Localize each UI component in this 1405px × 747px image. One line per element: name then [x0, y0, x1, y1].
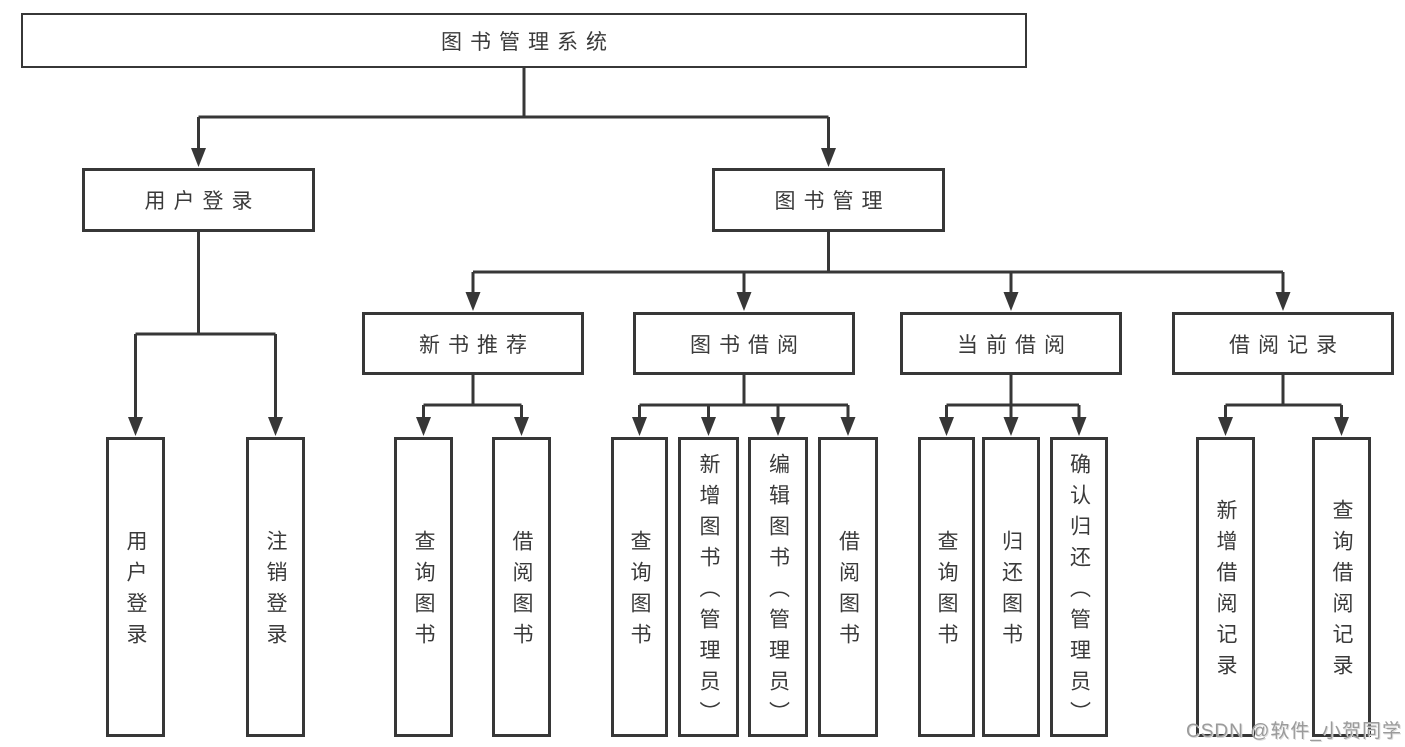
node-confirm-return-admin: 确认归还（管理员）: [1050, 437, 1108, 737]
node-logout-action: 注销登录: [246, 437, 305, 737]
csdn-watermark: CSDN @软件_小贺同学: [1186, 721, 1402, 742]
node-library-management-system: 图书管理系统: [21, 13, 1027, 68]
node-user-login: 用户登录: [82, 168, 315, 232]
node-query-borrow-record: 查询借阅记录: [1312, 437, 1371, 737]
node-add-borrow-record: 新增借阅记录: [1196, 437, 1255, 737]
node-query-books-current: 查询图书: [918, 437, 975, 737]
node-book-borrowing: 图书借阅: [633, 312, 855, 375]
node-new-book-recommend: 新书推荐: [362, 312, 584, 375]
node-query-books-borrowing: 查询图书: [611, 437, 668, 737]
node-book-management: 图书管理: [712, 168, 945, 232]
node-return-books: 归还图书: [982, 437, 1040, 737]
node-user-login-action: 用户登录: [106, 437, 165, 737]
node-borrow-books: 借阅图书: [818, 437, 878, 737]
node-edit-books-admin: 编辑图书（管理员）: [748, 437, 808, 737]
node-current-borrowing: 当前借阅: [900, 312, 1122, 375]
node-borrow-books-recommend: 借阅图书: [492, 437, 551, 737]
node-query-books-recommend: 查询图书: [394, 437, 453, 737]
node-add-books-admin: 新增图书（管理员）: [678, 437, 739, 737]
node-borrowing-records: 借阅记录: [1172, 312, 1394, 375]
